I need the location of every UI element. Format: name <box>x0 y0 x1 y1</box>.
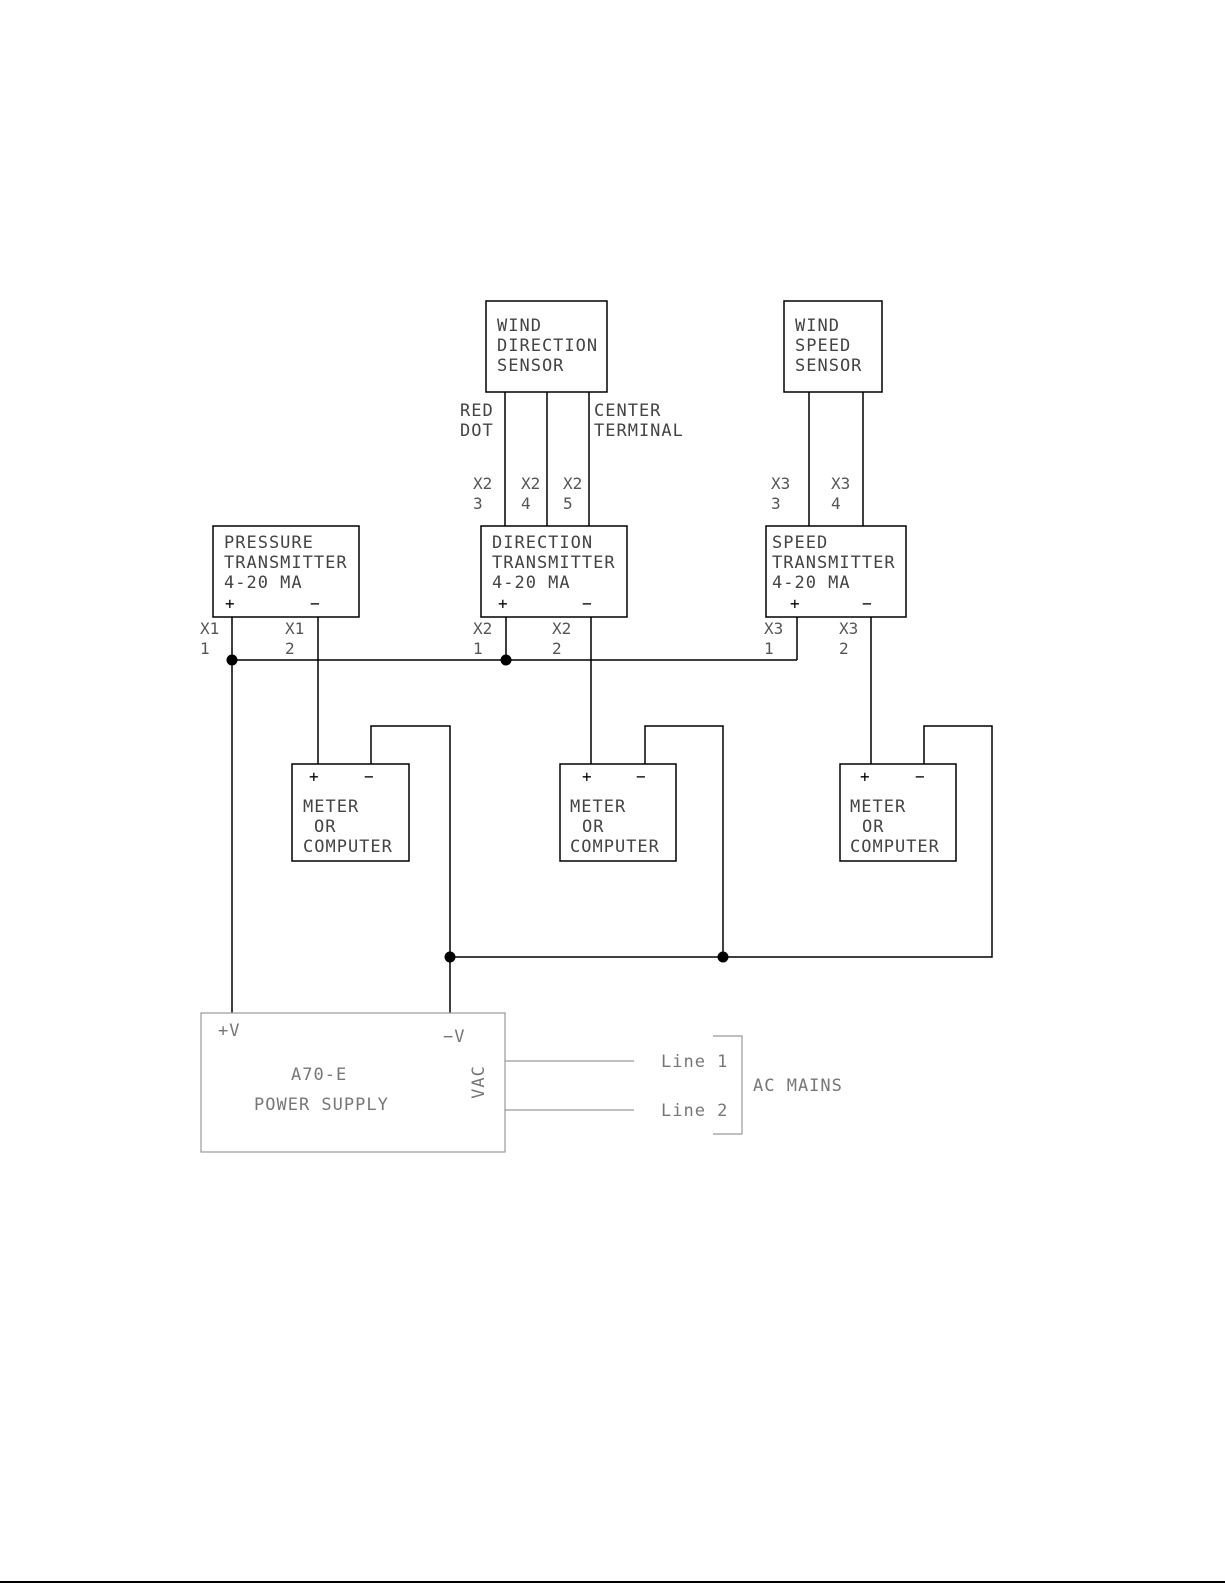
pressure-transmitter: PRESSURE TRANSMITTER 4-20 MA + − <box>212 525 360 618</box>
ac-mains-label: AC MAINS <box>753 1076 843 1096</box>
wire-meter-1-return <box>370 725 451 1015</box>
junction-dot-3 <box>444 951 456 963</box>
meter-3: + − METER OR COMPUTER <box>839 763 957 862</box>
pin-x2-5-a: X2 <box>563 474 582 493</box>
wind-direction-sensor: WIND DIRECTION SENSOR <box>485 300 608 393</box>
power-supply-model: A70-E <box>291 1065 347 1085</box>
pressure-transmitter-minus: − <box>310 594 320 613</box>
power-supply-vac: VAC <box>469 1065 489 1099</box>
meter-2-line3: COMPUTER <box>570 837 660 857</box>
pressure-transmitter-line2: TRANSMITTER <box>224 553 348 573</box>
meter-3-line1: METER <box>850 797 906 817</box>
pin-x2-1-b: 1 <box>473 639 483 658</box>
speed-transmitter: SPEED TRANSMITTER 4-20 MA + − <box>765 525 907 618</box>
meter-2-line1: METER <box>570 797 626 817</box>
wind-direction-sensor-line3: SENSOR <box>497 356 564 376</box>
pressure-transmitter-plus: + <box>225 594 235 613</box>
power-supply: +V −V A70-E POWER SUPPLY VAC <box>200 1012 506 1153</box>
pin-x2-5-b: 5 <box>563 494 573 513</box>
direction-transmitter-line3: 4-20 MA <box>492 573 571 593</box>
pin-x3-3-a: X3 <box>771 474 790 493</box>
wire-meter-3-return <box>450 725 993 958</box>
meter-1-line1: METER <box>303 797 359 817</box>
pin-x3-1-a: X3 <box>764 619 783 638</box>
junction-dot-1 <box>226 654 238 666</box>
direction-transmitter-plus: + <box>498 594 508 613</box>
direction-transmitter-line1: DIRECTION <box>492 533 593 553</box>
pin-x2-2-b: 2 <box>552 639 562 658</box>
meter-2-plus: + <box>582 767 592 786</box>
pin-x3-3-b: 3 <box>771 494 781 513</box>
power-supply-plus-v: +V <box>218 1021 240 1041</box>
junction-dot-2 <box>500 654 512 666</box>
wind-speed-sensor: WIND SPEED SENSOR <box>783 300 883 393</box>
direction-transmitter: DIRECTION TRANSMITTER 4-20 MA + − <box>480 525 628 618</box>
ac-line-2-label: Line 2 <box>661 1101 728 1121</box>
wire-meter-2-return <box>644 725 724 957</box>
meter-2: + − METER OR COMPUTER <box>559 763 677 862</box>
wind-speed-sensor-line3: SENSOR <box>795 356 862 376</box>
speed-transmitter-line2: TRANSMITTER <box>772 553 896 573</box>
pin-x3-1-b: 1 <box>764 639 774 658</box>
pin-x1-1-b: 1 <box>200 639 210 658</box>
ac-line-1-label: Line 1 <box>661 1052 728 1072</box>
meter-2-line2: OR <box>582 817 604 837</box>
wind-speed-sensor-line1: WIND <box>795 316 840 336</box>
junction-dot-4 <box>717 951 729 963</box>
meter-1-minus: − <box>364 767 374 786</box>
pin-x3-2-b: 2 <box>839 639 849 658</box>
pin-x2-3-b: 3 <box>473 494 483 513</box>
red-dot-label-2: DOT <box>460 421 494 441</box>
direction-transmitter-line2: TRANSMITTER <box>492 553 616 573</box>
pin-x2-2-a: X2 <box>552 619 571 638</box>
pin-x3-4-a: X3 <box>831 474 850 493</box>
power-supply-name: POWER SUPPLY <box>254 1095 389 1115</box>
speed-transmitter-line1: SPEED <box>772 533 828 553</box>
pressure-transmitter-line3: 4-20 MA <box>224 573 303 593</box>
meter-1-line3: COMPUTER <box>303 837 393 857</box>
meter-2-minus: − <box>636 767 646 786</box>
speed-transmitter-minus: − <box>862 594 872 613</box>
power-supply-minus-v: −V <box>443 1027 465 1047</box>
pressure-transmitter-line1: PRESSURE <box>224 533 314 553</box>
meter-1-line2: OR <box>314 817 336 837</box>
direction-transmitter-minus: − <box>582 594 592 613</box>
red-dot-label-1: RED <box>460 401 494 421</box>
meter-3-minus: − <box>915 767 925 786</box>
pin-x2-1-a: X2 <box>473 619 492 638</box>
meter-1: + − METER OR COMPUTER <box>291 763 410 862</box>
pin-x1-2-a: X1 <box>285 619 304 638</box>
pin-x3-2-a: X3 <box>839 619 858 638</box>
center-terminal-label-1: CENTER <box>594 401 661 421</box>
pin-x2-4-b: 4 <box>521 494 531 513</box>
pin-x3-4-b: 4 <box>831 494 841 513</box>
speed-transmitter-plus: + <box>790 594 800 613</box>
pin-x2-4-a: X2 <box>521 474 540 493</box>
meter-1-plus: + <box>309 767 319 786</box>
pin-x2-3-a: X2 <box>473 474 492 493</box>
meter-3-line3: COMPUTER <box>850 837 940 857</box>
wind-direction-sensor-line2: DIRECTION <box>497 336 598 356</box>
meter-3-plus: + <box>860 767 870 786</box>
center-terminal-label-2: TERMINAL <box>594 421 684 441</box>
pin-x1-1-a: X1 <box>200 619 219 638</box>
wind-speed-sensor-line2: SPEED <box>795 336 851 356</box>
pin-x1-2-b: 2 <box>285 639 295 658</box>
speed-transmitter-line3: 4-20 MA <box>772 573 851 593</box>
wind-direction-sensor-line1: WIND <box>497 316 542 336</box>
meter-3-line2: OR <box>862 817 884 837</box>
ac-mains-bracket <box>713 1035 743 1135</box>
